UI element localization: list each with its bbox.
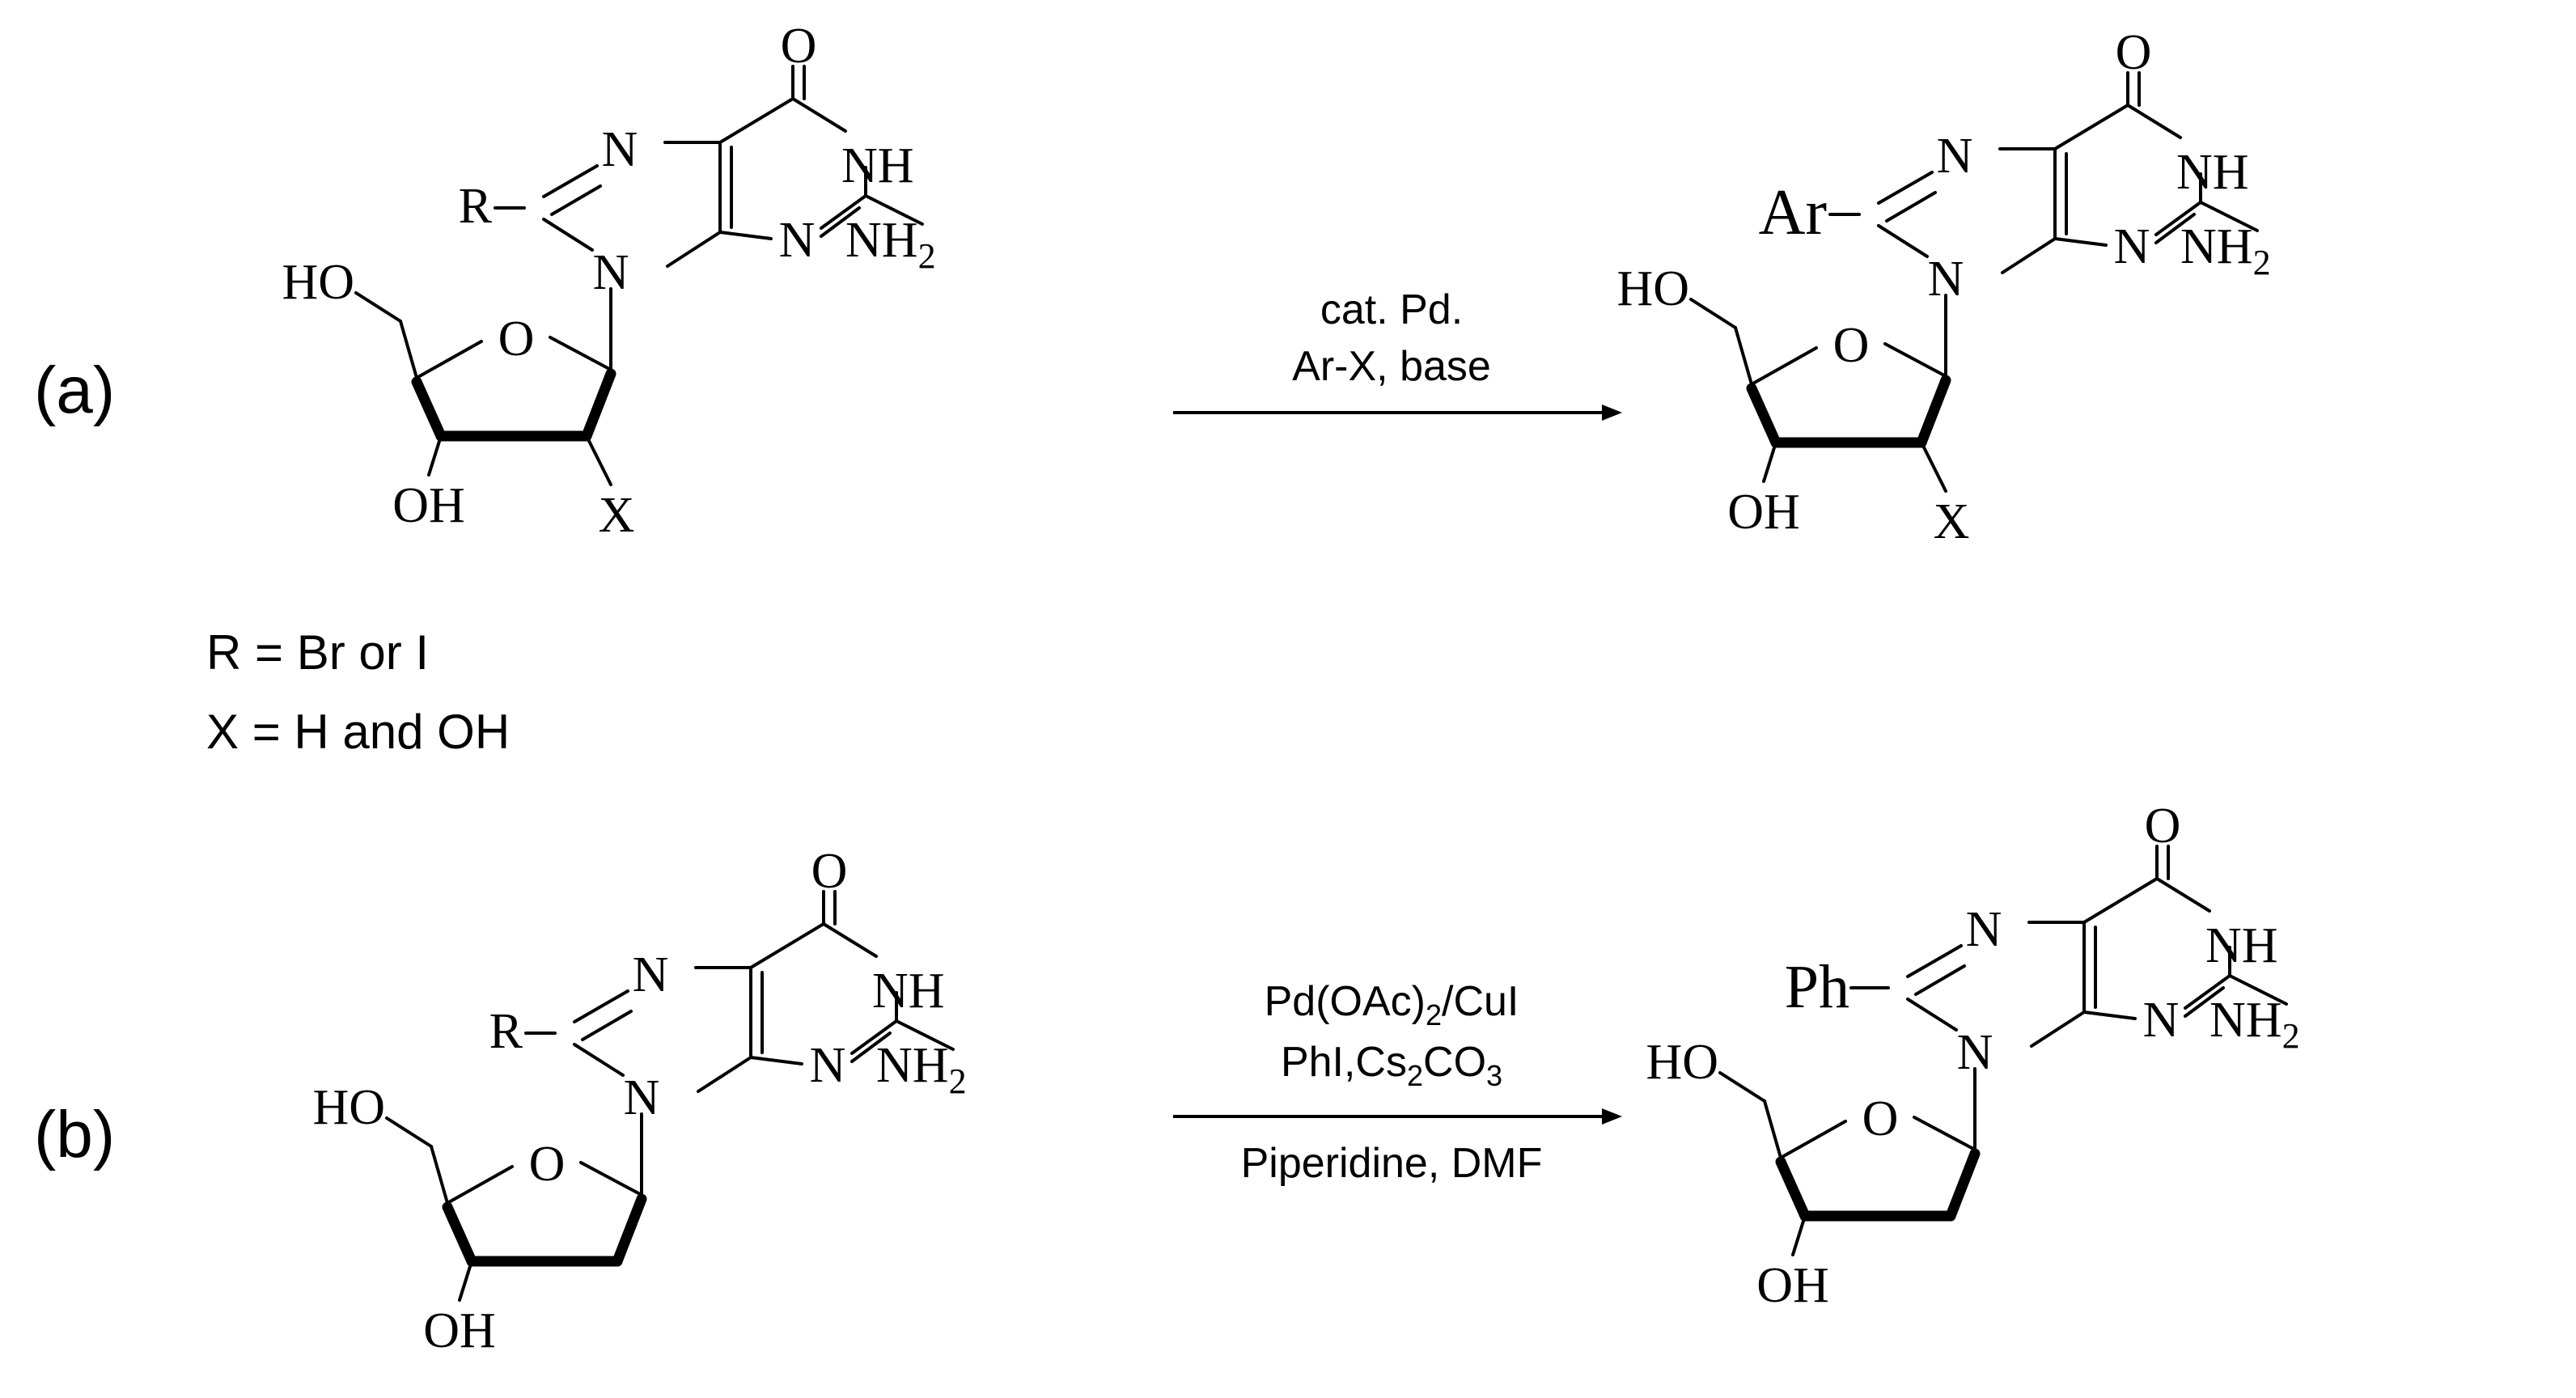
panel-b-catalyst: Pd(OAc)2/CuI <box>1265 978 1519 1032</box>
panel-b-solvent: Piperidine, DMF <box>1241 1140 1543 1187</box>
product-b-nh2: NH2 <box>2210 993 2300 1056</box>
panel-a-label: (a) <box>34 354 115 427</box>
panel-b-reactant: R N O NH N N NH2 O HO OH <box>312 844 966 1358</box>
reactant-b-n3: N <box>810 1038 846 1093</box>
reactant-a-carbonyl-o: O <box>781 19 817 74</box>
reactant-b-n7: N <box>633 947 669 1002</box>
product-a-aryl: Ar <box>1759 177 1827 248</box>
reactant-a-oh: OH <box>392 478 465 533</box>
product-a-n1h: NH <box>2176 145 2249 200</box>
reactant-a-ho: HO <box>282 255 354 310</box>
product-a-x: X <box>1934 494 1970 549</box>
panel-a-product: Ar N O NH N N NH2 O HO OH X <box>1616 25 2270 549</box>
reactant-b-ho: HO <box>312 1080 385 1135</box>
product-a-ho: HO <box>1616 261 1689 316</box>
reactant-a-n7: N <box>602 122 638 177</box>
product-b-oh: OH <box>1756 1258 1829 1313</box>
reactant-a-n3: N <box>779 213 816 268</box>
reactant-a-x-definition: X = H and OH <box>206 705 510 759</box>
reactant-b-oh: OH <box>423 1303 496 1358</box>
panel-b-label: (b) <box>34 1098 115 1171</box>
product-b-n9: N <box>1957 1025 1993 1080</box>
reactant-a-substituent: R <box>459 179 493 234</box>
product-b-n7: N <box>1966 902 2002 957</box>
reactant-b-carbonyl-o: O <box>811 844 848 899</box>
panel-a-catalyst: cat. Pd. <box>1320 286 1463 333</box>
reactant-b-ring-o: O <box>529 1137 566 1192</box>
product-a-n7: N <box>1937 129 1973 184</box>
reactant-a-ring-o: O <box>498 311 535 366</box>
product-a-n3: N <box>2114 219 2150 274</box>
product-a-carbonyl-o: O <box>2116 25 2152 80</box>
product-a-n9: N <box>1928 252 1964 307</box>
product-b-phenyl: Ph <box>1785 953 1849 1021</box>
reactant-b-substituent: R <box>489 1004 523 1059</box>
product-b-ring-o: O <box>1862 1091 1899 1146</box>
product-b-n3: N <box>2143 993 2180 1048</box>
product-b-ho: HO <box>1646 1035 1718 1090</box>
reactant-a-x: X <box>599 488 635 543</box>
product-a-oh: OH <box>1727 485 1800 540</box>
product-b-carbonyl-o: O <box>2145 799 2181 854</box>
panel-a-reactant: R N O NH N N NH2 O HO OH X <box>282 19 935 543</box>
panel-b-product: Ph N O NH N N NH2 O HO OH <box>1646 799 2299 1313</box>
reactant-b-n9: N <box>624 1070 660 1125</box>
reactant-b-nh2: NH2 <box>876 1038 967 1101</box>
panel-a-conditions: Ar-X, base <box>1292 343 1491 390</box>
product-b-n1h: NH <box>2205 918 2278 973</box>
reactant-a-n9: N <box>593 245 629 300</box>
reactant-a-n1h: NH <box>841 138 914 193</box>
reactant-a-r-definition: R = Br or I <box>206 625 429 680</box>
panel-b-reaction-arrow <box>1173 1108 1622 1125</box>
panel-b-reagents: PhI,Cs2CO3 <box>1281 1039 1502 1092</box>
reactant-b-n1h: NH <box>872 964 945 1019</box>
product-a-ring-o: O <box>1833 318 1870 373</box>
panel-a-reaction-arrow <box>1173 405 1622 421</box>
reactant-a-nh2: NH2 <box>845 213 936 276</box>
product-a-nh2: NH2 <box>2180 219 2271 282</box>
